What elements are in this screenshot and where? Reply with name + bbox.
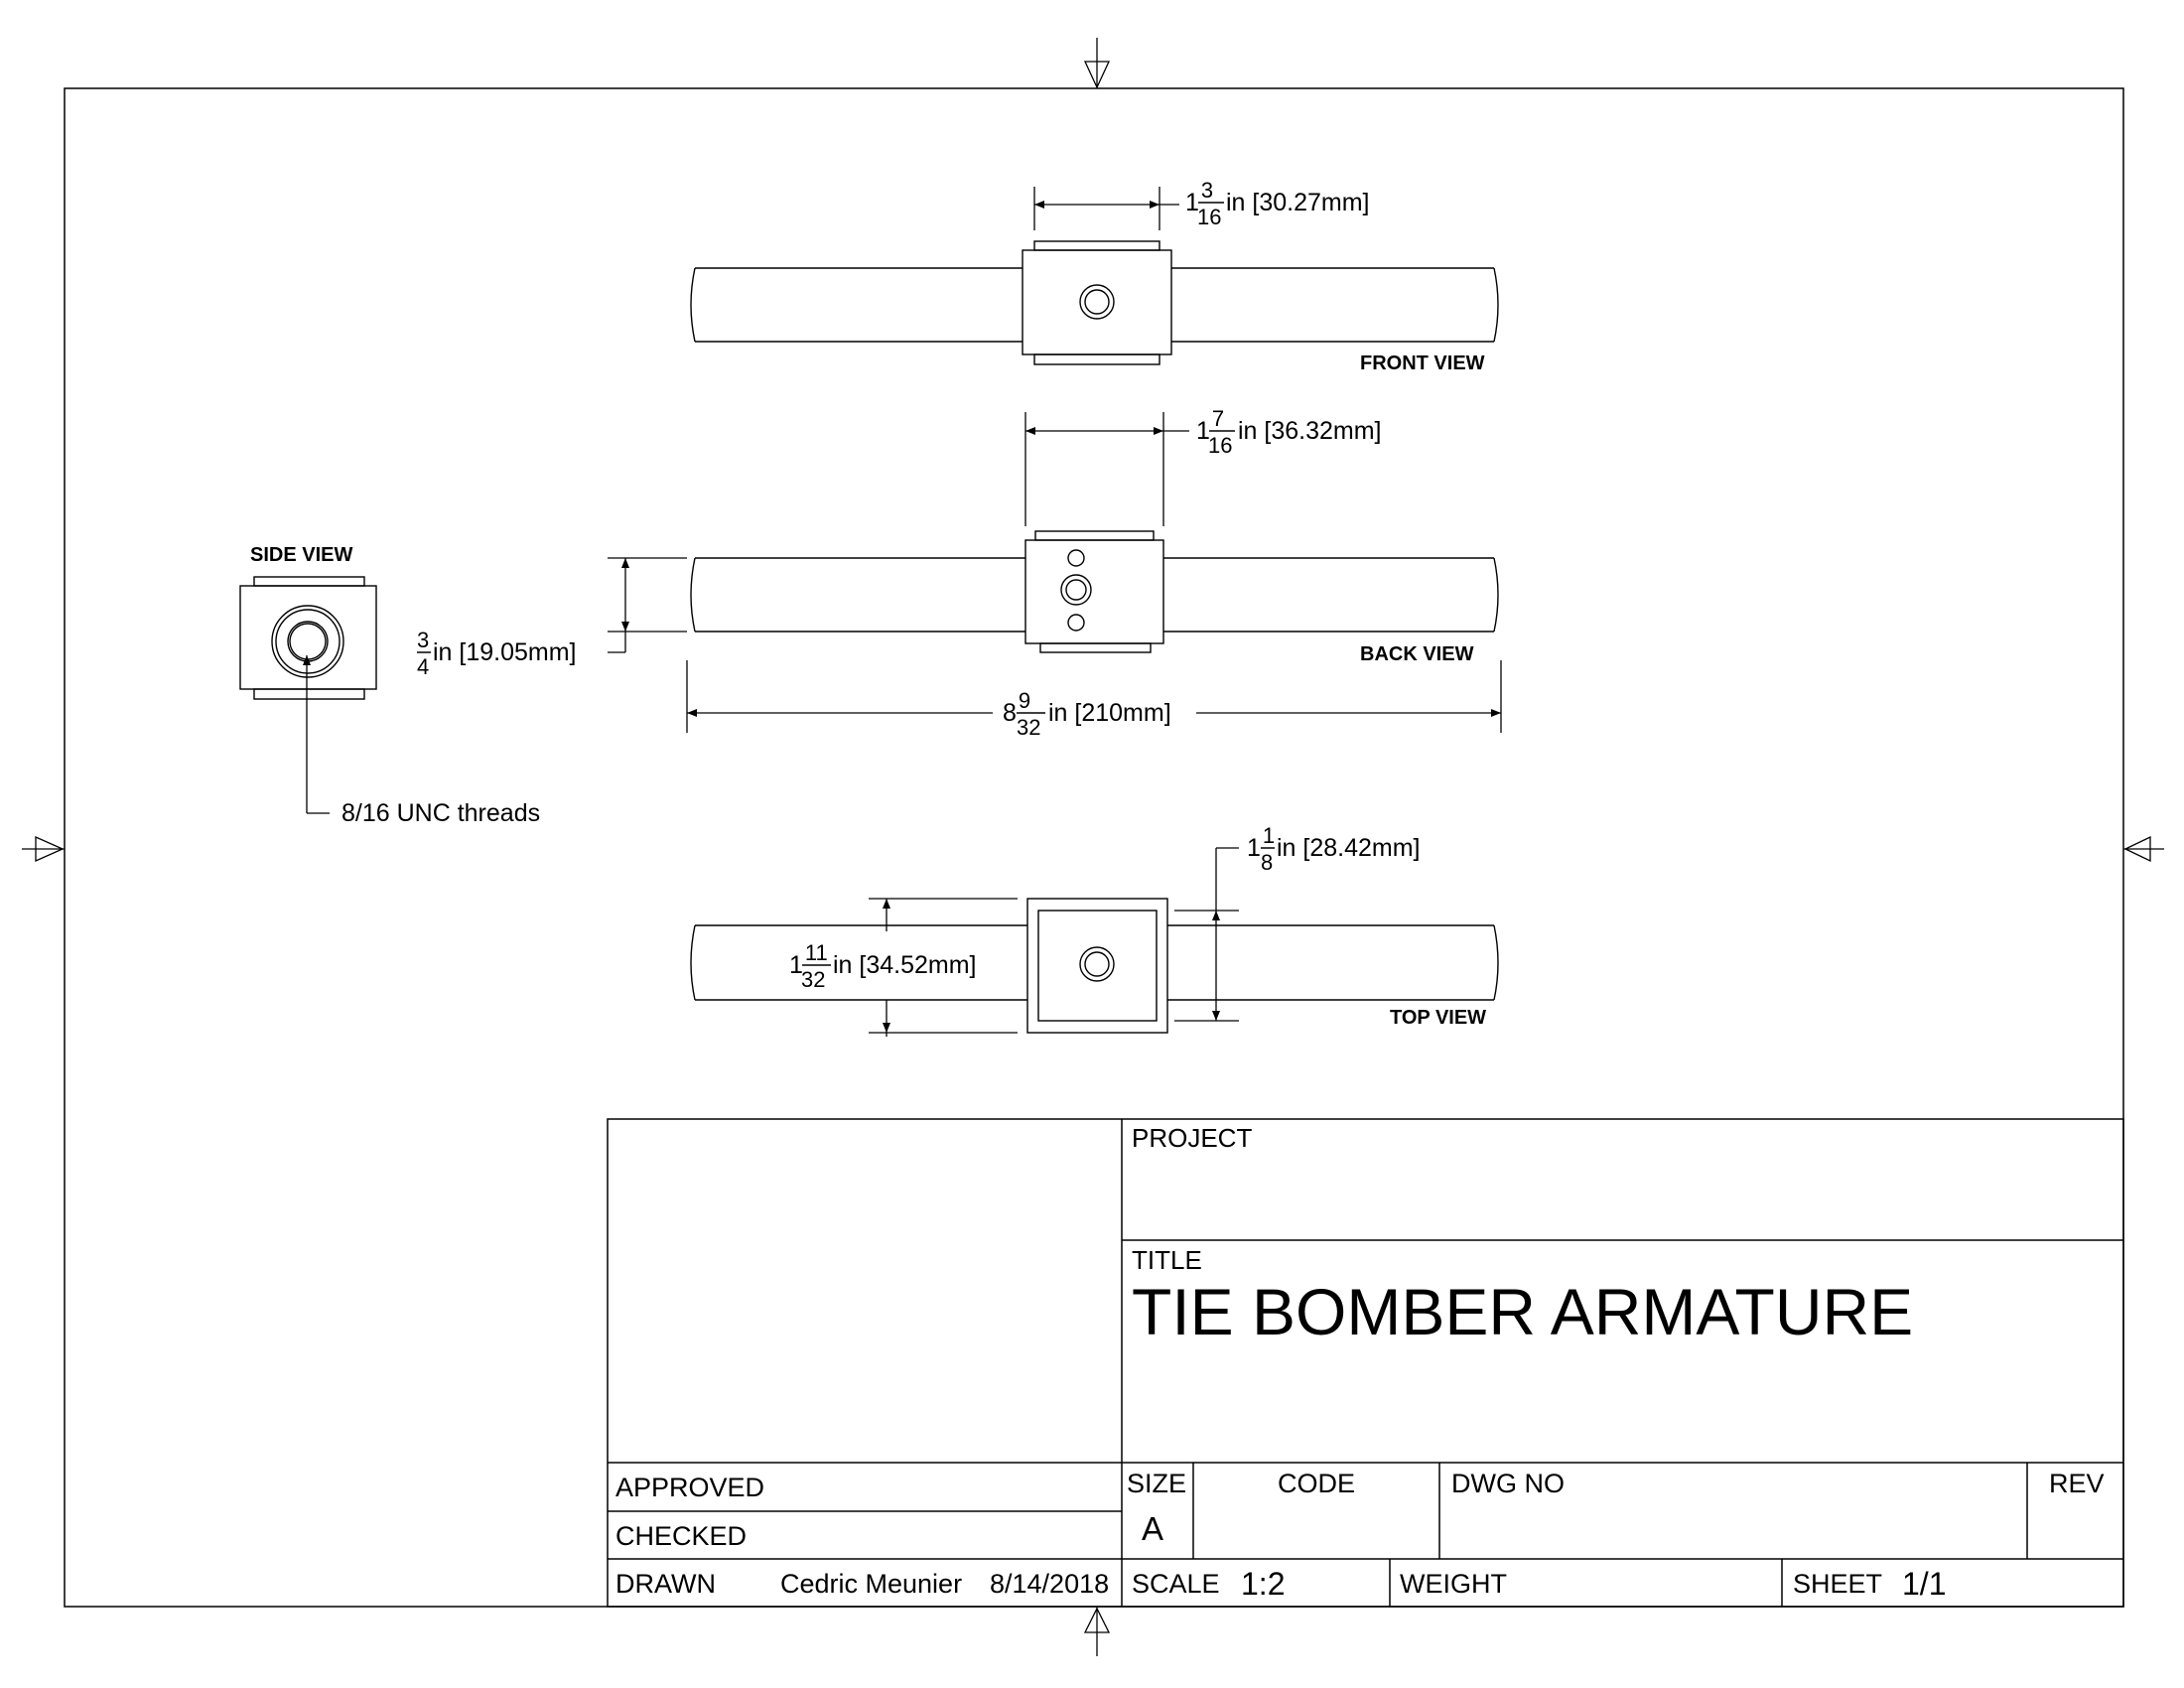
top-right-dimension (1174, 847, 1239, 1022)
weight-label: WEIGHT (1400, 1569, 1507, 1599)
rev-label: REV (2049, 1469, 2105, 1498)
size-value: A (1142, 1510, 1163, 1547)
bar-height-dimension (608, 557, 687, 653)
overall-length-dimension (686, 660, 1502, 733)
back-view-label: BACK VIEW (1360, 643, 1474, 665)
front-width-dimension (1033, 187, 1179, 230)
threads-leader (303, 655, 330, 814)
drawing-title: TIE BOMBER ARMATURE (1132, 1275, 1913, 1348)
sheet-value: 1/1 (1902, 1566, 1946, 1602)
side-view-drawing (239, 576, 377, 700)
sheet-border (64, 87, 2124, 1608)
dwg-no-label: DWG NO (1451, 1469, 1565, 1498)
approved-label: APPROVED (615, 1473, 764, 1502)
front-view-drawing (690, 240, 1499, 365)
title-label: TITLE (1132, 1245, 1202, 1275)
title-block-grid (607, 1118, 2124, 1608)
threads-note: 8/16 UNC threads (341, 799, 540, 827)
top-left-dimension (869, 898, 1018, 1037)
front-view-label: FRONT VIEW (1360, 352, 1485, 374)
drawn-by: Cedric Meunier (780, 1569, 962, 1599)
project-label: PROJECT (1132, 1123, 1252, 1153)
top-view-drawing (690, 898, 1499, 1034)
side-view-label: SIDE VIEW (250, 544, 352, 566)
checked-label: CHECKED (615, 1521, 747, 1551)
drawn-label: DRAWN (615, 1569, 716, 1599)
scale-value: 1:2 (1241, 1566, 1285, 1602)
size-label: SIZE (1127, 1469, 1186, 1498)
sheet-label: SHEET (1793, 1569, 1882, 1599)
back-width-dimension (1024, 412, 1189, 526)
drawn-date: 8/14/2018 (990, 1569, 1109, 1599)
scale-label: SCALE (1132, 1569, 1220, 1599)
code-label: CODE (1278, 1469, 1355, 1498)
centering-marks (22, 38, 2164, 1656)
back-view-drawing (690, 530, 1499, 653)
top-view-label: TOP VIEW (1390, 1007, 1486, 1029)
